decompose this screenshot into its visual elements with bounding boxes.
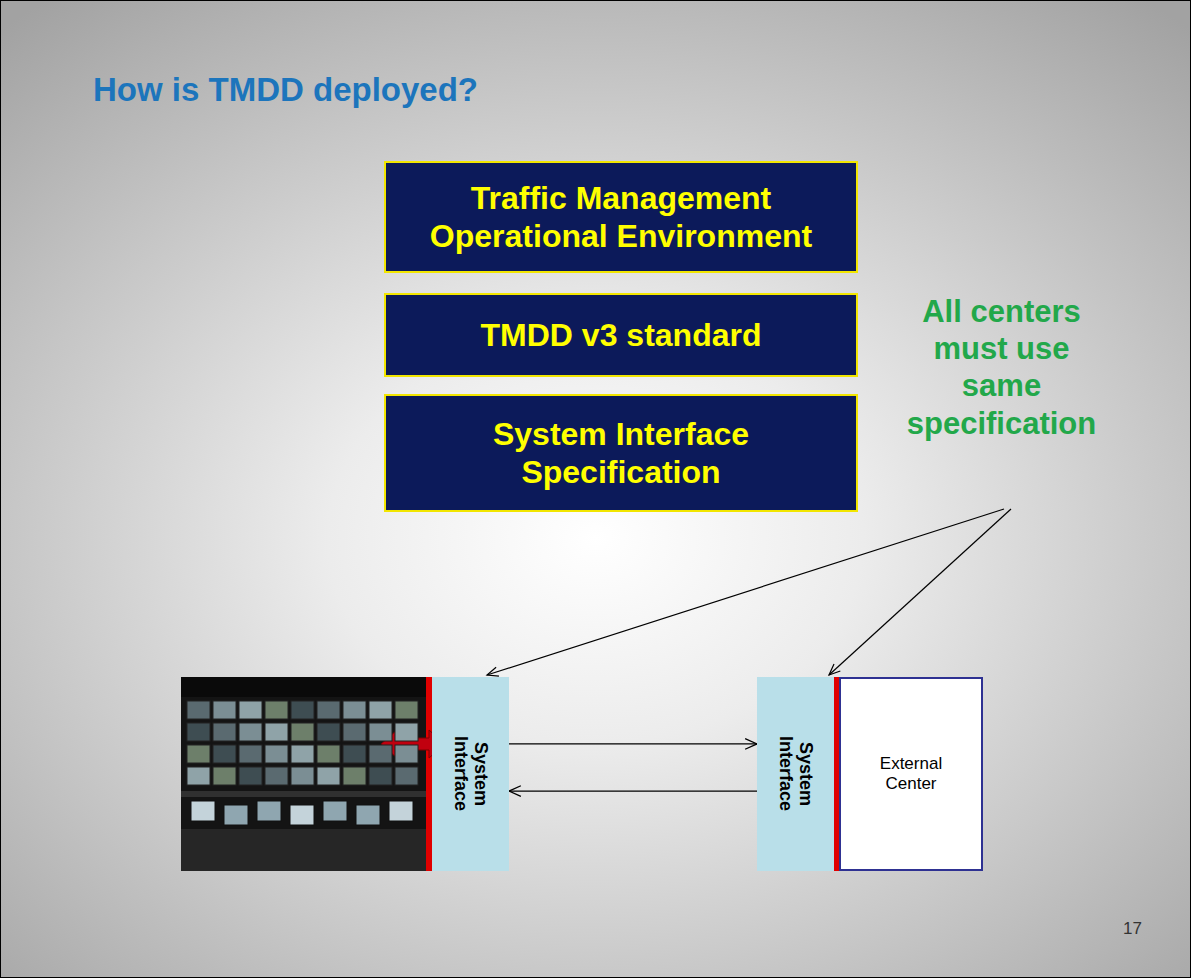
screen bbox=[369, 767, 392, 785]
screen bbox=[265, 723, 288, 741]
screen bbox=[395, 723, 418, 741]
layer-box: TMDD v3 standard bbox=[384, 293, 858, 377]
leader-head bbox=[829, 664, 840, 675]
desk-monitor bbox=[356, 805, 380, 825]
leader-head bbox=[487, 667, 499, 676]
screen bbox=[265, 767, 288, 785]
screen bbox=[213, 767, 236, 785]
box-text: External Center bbox=[866, 754, 956, 795]
screen bbox=[343, 745, 366, 763]
box-text: System Interface bbox=[775, 716, 816, 833]
desk-monitor bbox=[257, 801, 281, 821]
photo-rail bbox=[181, 791, 426, 797]
screen bbox=[239, 767, 262, 785]
screen bbox=[343, 767, 366, 785]
screen bbox=[187, 745, 210, 763]
desk-monitor bbox=[389, 801, 413, 821]
screen bbox=[187, 767, 210, 785]
flow-arrow bbox=[509, 739, 757, 750]
screen bbox=[395, 767, 418, 785]
screen bbox=[239, 701, 262, 719]
note-text: All centers must use same specification bbox=[899, 293, 1104, 442]
slide-title: How is TMDD deployed? bbox=[93, 71, 478, 109]
leader-arrow bbox=[487, 509, 1004, 676]
photo-desk bbox=[181, 829, 426, 871]
screen bbox=[187, 701, 210, 719]
box-text: System Interface Specification bbox=[400, 415, 842, 492]
page-number: 17 bbox=[1123, 919, 1142, 939]
screen bbox=[213, 745, 236, 763]
box-text: TMDD v3 standard bbox=[481, 316, 762, 354]
flow-line bbox=[509, 790, 757, 791]
screen bbox=[395, 745, 418, 763]
layer-box: System Interface Specification bbox=[384, 394, 858, 512]
screen bbox=[265, 701, 288, 719]
arrow-head bbox=[509, 786, 521, 797]
screen bbox=[265, 745, 288, 763]
screen bbox=[369, 701, 392, 719]
screen bbox=[317, 767, 340, 785]
leader-line bbox=[829, 509, 1011, 675]
screen bbox=[291, 701, 314, 719]
box-text: System Interface bbox=[450, 716, 491, 833]
desk-monitor bbox=[323, 801, 347, 821]
screen bbox=[317, 745, 340, 763]
center-box: External Center bbox=[839, 677, 983, 871]
screen bbox=[369, 723, 392, 741]
photo-ceiling bbox=[181, 677, 426, 697]
screen bbox=[369, 745, 392, 763]
screen bbox=[343, 701, 366, 719]
screen bbox=[291, 767, 314, 785]
leader-arrow bbox=[829, 509, 1011, 675]
interface-box: System Interface bbox=[757, 677, 834, 871]
screen bbox=[291, 745, 314, 763]
arrow-head bbox=[745, 739, 757, 750]
leader-line bbox=[487, 509, 1004, 675]
screen bbox=[213, 701, 236, 719]
screen bbox=[343, 723, 366, 741]
desk-monitor bbox=[191, 801, 215, 821]
desk-monitor bbox=[290, 805, 314, 825]
screen bbox=[317, 723, 340, 741]
screen bbox=[291, 723, 314, 741]
screen bbox=[395, 701, 418, 719]
screen bbox=[239, 745, 262, 763]
layer-box: Traffic Management Operational Environme… bbox=[384, 161, 858, 273]
flow-arrow bbox=[509, 786, 757, 797]
flow-line bbox=[509, 743, 757, 744]
box-text: Traffic Management Operational Environme… bbox=[400, 179, 842, 256]
desk-monitor bbox=[224, 805, 248, 825]
screen bbox=[239, 723, 262, 741]
interface-box: System Interface bbox=[432, 677, 509, 871]
screen bbox=[317, 701, 340, 719]
screen bbox=[187, 723, 210, 741]
control-room-photo bbox=[181, 677, 426, 871]
screen-wall bbox=[181, 701, 426, 825]
screen bbox=[213, 723, 236, 741]
